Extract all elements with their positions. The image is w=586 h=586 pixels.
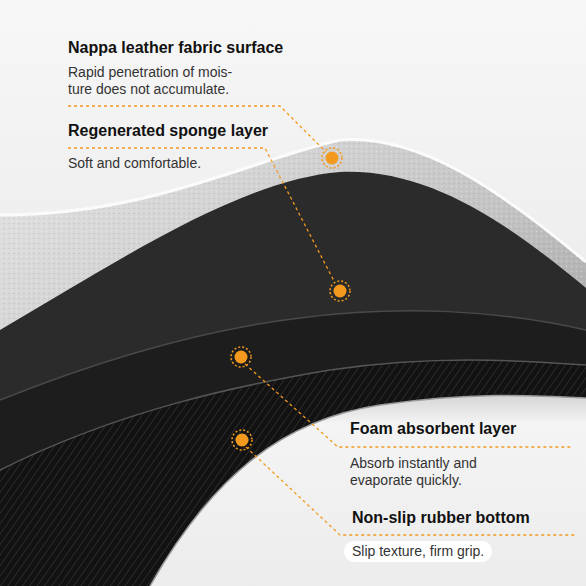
layer-heading: Nappa leather fabric surface: [68, 38, 283, 57]
leader-line: [68, 106, 326, 152]
callout-dot: [231, 347, 251, 367]
layer-heading: Regenerated sponge layer: [68, 121, 268, 140]
fabric-texture: [0, 140, 586, 586]
layer-description: Soft and comfortable.: [68, 155, 201, 172]
callout-dot: [236, 434, 249, 447]
layer-edge: [150, 395, 586, 586]
leader-line: [245, 364, 572, 447]
callout-dot: [330, 281, 350, 301]
layer-heading: Foam absorbent layer: [350, 419, 516, 438]
callout-dot: [322, 148, 342, 168]
rubber-layer: [0, 360, 586, 586]
leader-line: [246, 447, 576, 535]
foam-layer: [0, 311, 586, 586]
layer-description: Absorb instantly and evaporate quickly.: [350, 455, 525, 489]
floor: [150, 395, 586, 586]
callout-dot: [326, 152, 339, 165]
fabric-layer: [0, 140, 586, 586]
layer-description: Slip texture, firm grip.: [344, 541, 492, 562]
callout-dot: [235, 351, 248, 364]
sponge-layer: [0, 172, 586, 586]
callout-dot: [232, 430, 252, 450]
callout-dot: [334, 285, 347, 298]
layer-description: Rapid penetration of mois- ture does not…: [68, 64, 253, 98]
leader-line: [68, 148, 334, 281]
layer-heading: Non-slip rubber bottom: [352, 508, 530, 527]
